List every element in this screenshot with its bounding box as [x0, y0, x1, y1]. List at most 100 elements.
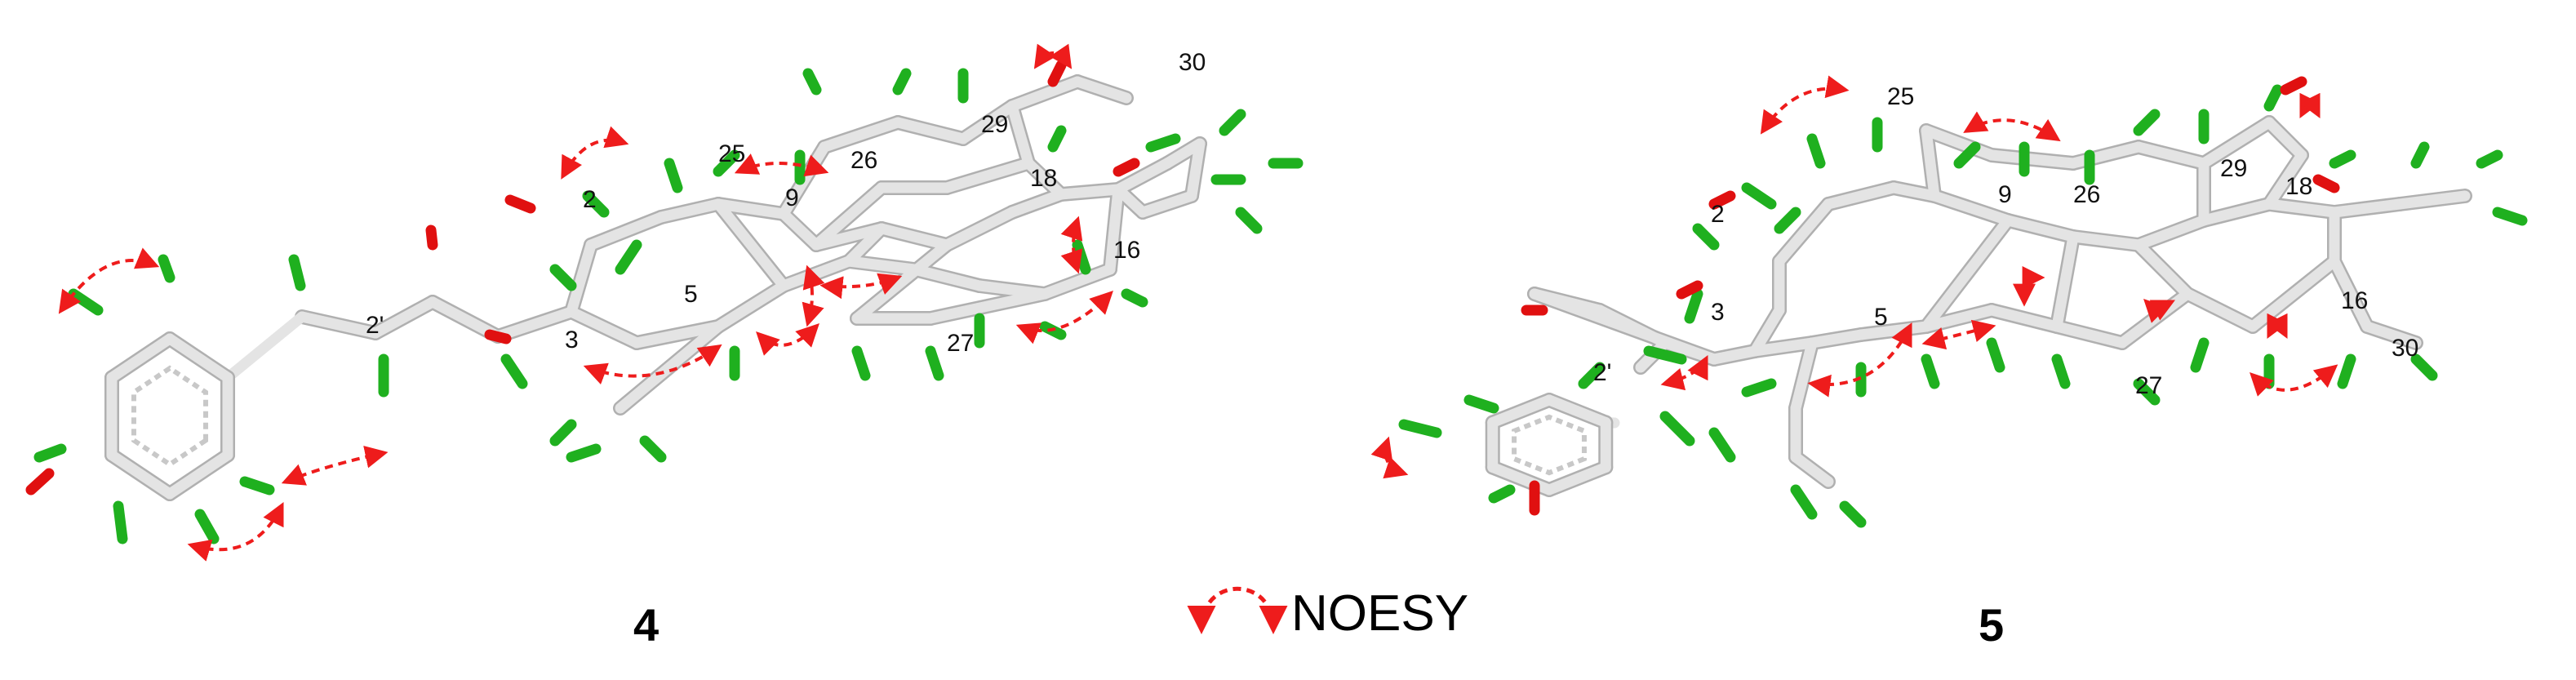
bond	[713, 198, 789, 220]
bond	[1039, 264, 1116, 300]
bond	[1543, 394, 1611, 428]
hydrogen-atom	[1145, 133, 1181, 153]
hydrogen-atom	[713, 149, 740, 177]
molecule-5-atom-labels: 25 2 3 2' 5 9 26 29 18 16 27 30	[1593, 83, 2418, 399]
hydrogen-atom	[2051, 353, 2071, 389]
noesy-correlation-arrow	[583, 344, 722, 384]
hydrogen-atom	[1741, 378, 1777, 398]
bond	[1594, 304, 1671, 349]
bond	[2051, 231, 2079, 332]
noesy-correlation-arrow	[756, 323, 819, 356]
bond	[2067, 231, 2144, 251]
legend-label: NOESY	[1291, 585, 1468, 642]
bond	[1055, 184, 1124, 200]
bond	[1929, 190, 2014, 226]
bond	[2051, 321, 2128, 349]
bond	[2329, 198, 2405, 218]
atom-label: 26	[851, 147, 877, 174]
atom-label: 2'	[1593, 359, 1611, 386]
bond	[1487, 394, 1555, 428]
bond	[2198, 117, 2275, 169]
hydrogen-atom	[1986, 337, 2005, 373]
bond	[106, 333, 175, 383]
bond	[2361, 321, 2422, 349]
hydrogen-atom	[2410, 141, 2430, 169]
atom-label: 3	[1711, 299, 1725, 326]
molecule-4-bonds	[222, 74, 1207, 416]
atom-label: 18	[1030, 165, 1057, 192]
hydrogen-atom	[1219, 109, 1246, 136]
hydrogen-atom	[1790, 484, 1818, 520]
bond	[957, 100, 1018, 144]
bond	[2002, 215, 2079, 242]
noesy-correlation-arrow	[802, 264, 825, 327]
hydrogen-atom	[615, 239, 642, 275]
noesy-correlation-arrow	[1760, 75, 1850, 135]
bond	[1006, 76, 1083, 112]
bond	[1023, 158, 1067, 200]
hydrogen-atom	[639, 435, 667, 463]
hydrogen-atom	[582, 190, 610, 218]
bond	[566, 306, 642, 349]
noesy-correlation-arrow	[1963, 111, 2061, 142]
atom-label: 2'	[366, 312, 384, 339]
aromatic-ring-inner	[1512, 414, 1587, 476]
hydrogen-atom	[194, 509, 220, 544]
bond	[2182, 288, 2258, 332]
hydrogen-atom	[113, 500, 128, 544]
molecule-4-hydrogens	[33, 68, 1304, 544]
bond	[843, 223, 887, 267]
atom-label: 3	[565, 327, 579, 353]
bond	[1790, 451, 1834, 487]
bond	[1774, 198, 1834, 267]
bond	[941, 158, 1034, 193]
atom-label: 5	[684, 281, 698, 308]
noesy-correlation-arrow	[1060, 216, 1083, 274]
atom-label: 30	[1179, 49, 1206, 76]
noesy-correlation-arrow	[819, 273, 903, 300]
atom-label: 25	[1887, 83, 1914, 110]
oxygen-atom	[1708, 190, 1736, 210]
noesy-correlation-arrow	[187, 501, 284, 562]
bond	[892, 117, 969, 144]
noesy-correlation-arrow	[1921, 319, 1996, 350]
molecule-4-noesy-correlations	[58, 43, 1113, 562]
bond	[713, 198, 789, 291]
legend: NOESY	[1187, 585, 1468, 642]
oxygen-atom	[2280, 76, 2307, 96]
hydrogen-atom	[2133, 109, 2161, 136]
bond	[843, 256, 920, 275]
hydrogen-atom	[1774, 207, 1801, 234]
bond	[631, 321, 724, 349]
oxygen-atom	[1113, 158, 1140, 177]
bond	[2133, 239, 2193, 300]
hydrogen-atom	[1741, 182, 1777, 210]
hydrogen-atom	[1121, 288, 1148, 308]
hydrogen-atom	[1921, 353, 1940, 389]
bond	[222, 311, 308, 383]
hydrogen-atom	[2133, 378, 2161, 406]
atom-label: 27	[947, 330, 974, 357]
atom-label: 16	[2341, 287, 2368, 314]
hydrogen-atom	[33, 443, 67, 463]
bond	[819, 117, 904, 153]
atom-label: 2	[583, 186, 597, 213]
noesy-correlation-arrow	[281, 446, 389, 486]
bond	[1113, 184, 1148, 218]
oxygen-atom	[504, 194, 536, 214]
hydrogen-atom	[892, 68, 912, 96]
bond	[941, 207, 1018, 251]
bond	[1072, 76, 1132, 104]
noesy-correlation-arrow	[1807, 322, 1912, 398]
bond	[1986, 304, 2063, 332]
atom-label: 27	[2135, 372, 2162, 399]
hydrogen-atom	[1488, 484, 1516, 504]
noesy-correlation-arrow	[1660, 354, 1708, 391]
noesy-correlation-arrow	[2143, 299, 2176, 323]
bond	[1888, 182, 1940, 202]
hydrogen-atom	[664, 158, 683, 193]
bond	[2133, 141, 2210, 169]
bond	[1006, 100, 1034, 169]
oxygen-atom	[2312, 174, 2340, 193]
